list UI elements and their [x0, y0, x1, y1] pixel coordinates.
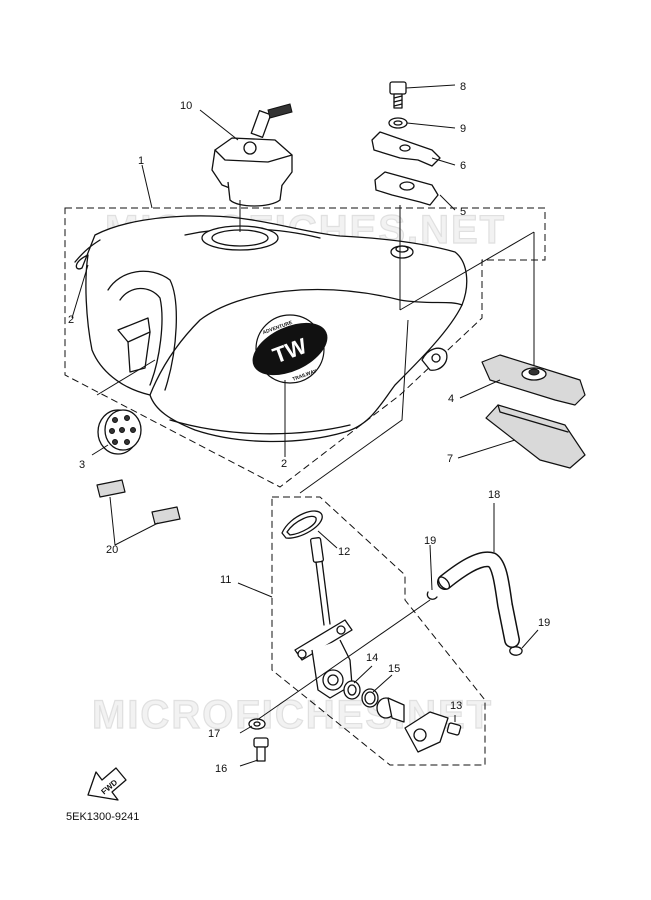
damper-5 — [374, 171, 439, 206]
callout-9: 9 — [460, 123, 466, 135]
callout-15: 15 — [388, 663, 400, 675]
bracket-4 — [481, 354, 586, 406]
fuel-cap — [211, 103, 293, 207]
damper-3 — [97, 409, 142, 455]
callout-7: 7 — [447, 453, 453, 465]
callout-3: 3 — [79, 459, 85, 471]
callout-2-bottom: 2 — [281, 458, 287, 470]
callout-numbers: 1 2 2 3 4 5 6 7 8 9 10 11 12 13 14 15 16… — [68, 81, 550, 775]
callout-8: 8 — [460, 81, 466, 93]
washer-9 — [388, 117, 408, 129]
callout-5: 5 — [460, 206, 466, 218]
bracket-6 — [371, 131, 441, 167]
callout-17: 17 — [208, 728, 220, 740]
screw-16 — [253, 737, 269, 762]
callout-16: 16 — [215, 763, 227, 775]
callout-10: 10 — [180, 100, 192, 112]
callout-4: 4 — [448, 393, 454, 405]
label-20-pads — [96, 479, 181, 525]
plate-13 — [404, 711, 462, 753]
tank-assembly-outline — [64, 207, 546, 488]
bolt-8 — [389, 81, 407, 109]
clip-19b — [509, 646, 523, 656]
fuel-cock-lever — [376, 697, 405, 723]
callout-13: 13 — [450, 700, 462, 712]
fuel-hose-18-inner — [438, 552, 519, 647]
callout-11: 11 — [220, 574, 231, 586]
callout-14: 14 — [366, 652, 378, 664]
washer-17 — [248, 718, 266, 730]
leader-lines — [71, 84, 539, 767]
tank-logo-badge: TW ADVENTURE TRAILWAY — [252, 314, 328, 384]
callout-2-left: 2 — [68, 314, 74, 326]
fuel-cock-assembly-outline — [271, 496, 486, 766]
callout-1: 1 — [138, 155, 144, 167]
callout-20: 20 — [106, 544, 118, 556]
callout-19-upper: 19 — [424, 535, 436, 547]
callout-18: 18 — [488, 489, 500, 501]
o-ring-12 — [281, 510, 323, 539]
forward-arrow-icon: FWD — [87, 767, 127, 801]
clip-19a — [426, 591, 438, 600]
callout-12: 12 — [338, 546, 350, 558]
callout-6: 6 — [460, 160, 466, 172]
gasket-14 — [343, 680, 361, 700]
o-ring-15 — [361, 688, 379, 708]
protector-7 — [485, 404, 586, 469]
callout-19-right: 19 — [538, 617, 550, 629]
diagram-code: 5EK1300-9241 — [66, 811, 139, 823]
fuel-cock-11 — [294, 537, 353, 699]
